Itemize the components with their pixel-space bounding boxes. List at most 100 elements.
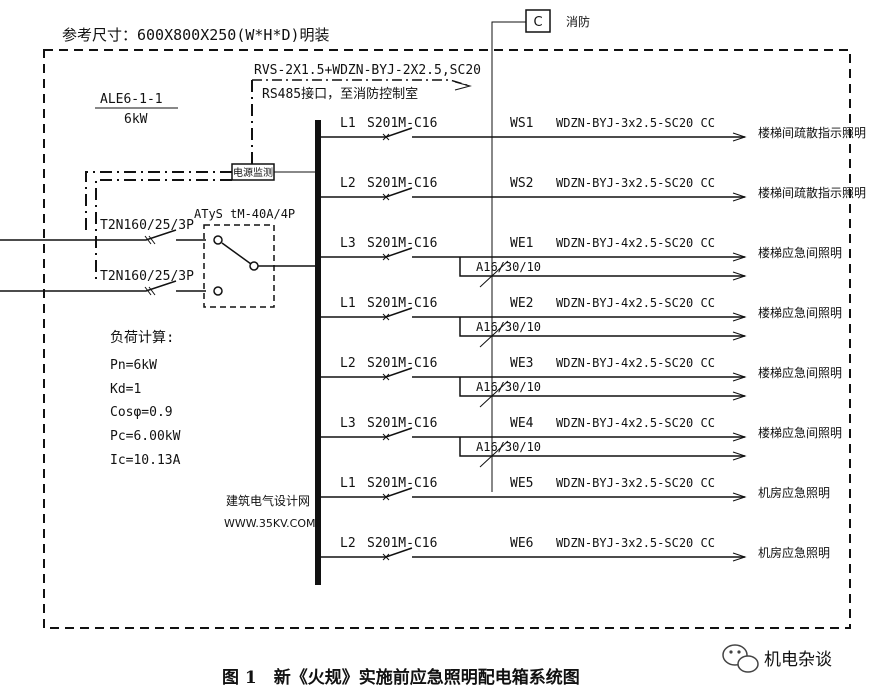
circuit-6-rcd-leader bbox=[479, 440, 509, 468]
circuit-8-feeder-arrow bbox=[732, 552, 747, 562]
circuit-1-breaker: S201M-C16 bbox=[367, 116, 437, 131]
watermark-line-1: 建筑电气设计网 bbox=[226, 493, 310, 508]
control-cable-line bbox=[252, 79, 471, 87]
incomer-1-line bbox=[0, 229, 177, 241]
circuit-1-id: WS1 bbox=[510, 116, 533, 131]
load-calc-pn: Pn=6kW bbox=[110, 358, 157, 373]
circuit-1-feeder-arrow bbox=[732, 132, 747, 142]
control-cable-note: RS485接口，至消防控制室 bbox=[262, 86, 418, 102]
circuit-5-phase: L2 bbox=[340, 356, 356, 371]
circuit-5-feeder-arrow bbox=[732, 372, 747, 382]
fire-control-label: 消防 bbox=[566, 14, 590, 29]
fire-control-box-label: C bbox=[533, 15, 542, 30]
circuit-5-destination: 楼梯应急间照明 bbox=[758, 365, 842, 380]
wechat-account: 机电杂谈 bbox=[764, 650, 832, 670]
circuit-4-breaker: S201M-C16 bbox=[367, 296, 437, 311]
load-calc-kd: Kd=1 bbox=[110, 382, 141, 397]
circuit-6-neutral-arrow bbox=[732, 451, 747, 461]
circuit-7-breaker-mark bbox=[382, 493, 390, 501]
circuit-2-cable: WDZN-BYJ-3x2.5-SC20 CC bbox=[556, 176, 715, 190]
circuit-4-neutral-line bbox=[459, 317, 745, 337]
circuit-5-id: WE3 bbox=[510, 356, 533, 371]
circuit-5-cable: WDZN-BYJ-4x2.5-SC20 CC bbox=[556, 356, 715, 370]
circuit-3-neutral-arrow bbox=[732, 271, 747, 281]
circuit-3-cable: WDZN-BYJ-4x2.5-SC20 CC bbox=[556, 236, 715, 250]
circuit-1-cable: WDZN-BYJ-3x2.5-SC20 CC bbox=[556, 116, 715, 130]
dimensions-note: 参考尺寸：600X800X250(W*H*D)明装 bbox=[62, 26, 330, 44]
circuit-5-rcd-leader bbox=[479, 380, 509, 408]
circuit-4-rcd-leader bbox=[479, 320, 509, 348]
circuit-6-phase: L3 bbox=[340, 416, 356, 431]
watermark-line-2: WWW.35KV.COM bbox=[224, 517, 316, 530]
ats-label: ATyS tM-40A/4P bbox=[194, 207, 295, 221]
circuit-3-rcd-leader bbox=[479, 260, 509, 288]
circuit-4-feeder-arrow bbox=[732, 312, 747, 322]
circuit-7-breaker: S201M-C16 bbox=[367, 476, 437, 491]
circuit-2-breaker: S201M-C16 bbox=[367, 176, 437, 191]
circuit-3-breaker-mark bbox=[382, 253, 390, 261]
ats-contact-2 bbox=[213, 286, 223, 296]
load-calc-cos: Cosφ=0.9 bbox=[110, 405, 173, 420]
circuit-2-destination: 楼梯间疏散指示照明 bbox=[758, 185, 866, 200]
figure-caption: 图 1 新《火规》实施前应急照明配电箱系统图 bbox=[222, 667, 580, 688]
circuit-8-cable: WDZN-BYJ-3x2.5-SC20 CC bbox=[556, 536, 715, 550]
circuit-6-neutral-line bbox=[459, 437, 745, 457]
circuit-6-cable: WDZN-BYJ-4x2.5-SC20 CC bbox=[556, 416, 715, 430]
circuit-5-rcd: A16/30/10 bbox=[476, 380, 541, 394]
enclosure-border bbox=[43, 49, 851, 629]
wechat-icon bbox=[722, 644, 759, 673]
circuit-8-destination: 机房应急照明 bbox=[758, 545, 830, 560]
incomer-1-breaker: T2N160/25/3P bbox=[100, 218, 194, 233]
circuit-3-destination: 楼梯应急间照明 bbox=[758, 245, 842, 260]
load-calc-ic: Ic=10.13A bbox=[110, 453, 181, 468]
circuit-1-destination: 楼梯间疏散指示照明 bbox=[758, 125, 866, 140]
circuit-3-rcd: A16/30/10 bbox=[476, 260, 541, 274]
fire-control-box bbox=[525, 9, 551, 33]
circuit-7-feeder-arrow bbox=[732, 492, 747, 502]
circuit-7-phase: L1 bbox=[340, 476, 356, 491]
circuit-8-id: WE6 bbox=[510, 536, 533, 551]
incomer-2-contact-marks bbox=[144, 286, 156, 296]
circuit-2-phase: L2 bbox=[340, 176, 356, 191]
incomer-2-line bbox=[0, 280, 177, 292]
control-cable-arrow bbox=[454, 81, 472, 91]
circuit-6-destination: 楼梯应急间照明 bbox=[758, 425, 842, 440]
circuit-4-breaker-mark bbox=[382, 313, 390, 321]
circuit-5-breaker: S201M-C16 bbox=[367, 356, 437, 371]
circuit-8-breaker-mark bbox=[382, 553, 390, 561]
circuit-6-rcd: A16/30/10 bbox=[476, 440, 541, 454]
ats-contact-1 bbox=[213, 235, 223, 245]
circuit-3-breaker: S201M-C16 bbox=[367, 236, 437, 251]
circuit-2-breaker-mark bbox=[382, 193, 390, 201]
circuit-5-breaker-mark bbox=[382, 373, 390, 381]
circuit-2-id: WS2 bbox=[510, 176, 533, 191]
circuit-1-breaker-mark bbox=[382, 133, 390, 141]
circuit-2-feeder-arrow bbox=[732, 192, 747, 202]
circuit-3-feeder-arrow bbox=[732, 252, 747, 262]
circuit-4-phase: L1 bbox=[340, 296, 356, 311]
panel-id: ALE6-1-1 bbox=[100, 92, 163, 107]
circuit-6-feeder-arrow bbox=[732, 432, 747, 442]
circuit-3-phase: L3 bbox=[340, 236, 356, 251]
circuit-3-neutral-line bbox=[459, 257, 745, 277]
panel-power: 6kW bbox=[124, 112, 148, 127]
circuit-5-neutral-line bbox=[459, 377, 745, 397]
circuit-4-destination: 楼梯应急间照明 bbox=[758, 305, 842, 320]
ats-switch-blade bbox=[221, 242, 252, 265]
ats-common-contact bbox=[249, 261, 259, 271]
power-monitor-label: 电源监测 bbox=[233, 166, 273, 179]
control-cable-spec: RVS-2X1.5+WDZN-BYJ-2X2.5,SC20 bbox=[254, 63, 481, 78]
circuit-4-cable: WDZN-BYJ-4x2.5-SC20 CC bbox=[556, 296, 715, 310]
circuit-4-rcd: A16/30/10 bbox=[476, 320, 541, 334]
circuit-7-destination: 机房应急照明 bbox=[758, 485, 830, 500]
circuit-3-id: WE1 bbox=[510, 236, 533, 251]
incomer-2-breaker: T2N160/25/3P bbox=[100, 269, 194, 284]
monitor-line-1 bbox=[85, 171, 232, 232]
load-calc-pc: Pc=6.00kW bbox=[110, 429, 181, 444]
circuit-6-id: WE4 bbox=[510, 416, 534, 431]
circuit-7-cable: WDZN-BYJ-3x2.5-SC20 CC bbox=[556, 476, 715, 490]
circuit-6-breaker: S201M-C16 bbox=[367, 416, 437, 431]
